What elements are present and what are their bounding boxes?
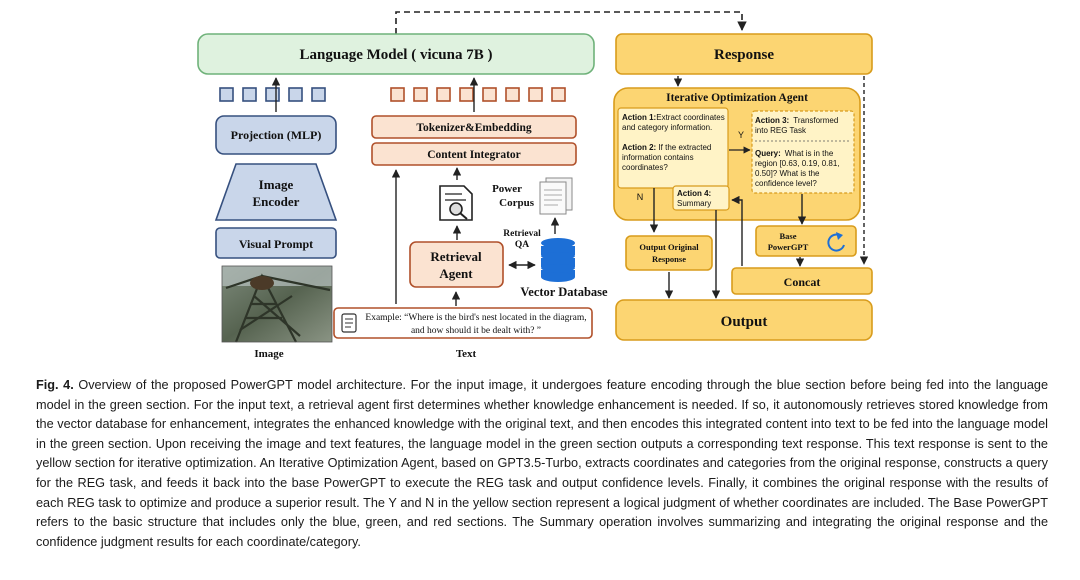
power-corpus-label-1: Power [492, 183, 522, 195]
language-model-box [197, 33, 595, 75]
image-token-squares [219, 87, 326, 102]
image-encoder-trapezoid [214, 163, 338, 221]
projection-box [215, 115, 337, 155]
response-box [615, 33, 873, 75]
action-4-box [672, 185, 730, 211]
transmission-tower-photo [221, 265, 333, 343]
refresh-icon [827, 232, 845, 252]
document-search-icon [439, 185, 473, 221]
no-label: N [637, 192, 644, 202]
tokenizer-box [371, 115, 577, 139]
concat-label: Concat [784, 275, 821, 289]
example-text-2: and how should it be dealt with? ” [411, 326, 541, 336]
image-caption-label: Image [254, 348, 283, 360]
output-original-label-1: Output Original [639, 242, 699, 252]
example-box [333, 307, 593, 339]
retrieval-agent-label-2: Agent [439, 266, 473, 281]
output-original-label-2: Response [652, 254, 686, 264]
database-icon [541, 238, 575, 282]
vector-database-label: Vector Database [520, 285, 608, 299]
output-box [615, 299, 873, 341]
base-powergpt-label-2: PowerGPT [768, 242, 809, 252]
response-label: Response [714, 47, 774, 63]
action-2-text: Action 2: If the extracted information c… [622, 143, 714, 172]
image-encoder-label-2: Encoder [253, 194, 300, 209]
content-integrator-label: Content Integrator [427, 149, 521, 161]
figure-caption: Fig. 4. Overview of the proposed PowerGP… [36, 376, 1048, 552]
query-text: Query:What is in the region [0.63, 0.19,… [755, 149, 842, 188]
concat-box [731, 267, 873, 295]
action-3-text: Action 3:Transformed into REG Task [755, 116, 841, 135]
tokenizer-label: Tokenizer&Embedding [416, 122, 531, 134]
projection-label: Projection (MLP) [231, 128, 322, 142]
base-powergpt-label-1: Base [780, 231, 797, 241]
visual-prompt-box [215, 227, 337, 259]
image-encoder-label-1: Image [259, 177, 294, 192]
feedback-dashed-line [395, 11, 747, 34]
iterative-agent-title: Iterative Optimization Agent [666, 92, 808, 104]
retrieval-qa-label-1: Retrieval [503, 229, 541, 239]
architecture-diagram: Language Model ( vicuna 7B ) Response Pr… [197, 11, 873, 360]
output-original-box [625, 235, 713, 271]
corpus-documents-icon [539, 177, 573, 215]
action-3-query-box [751, 110, 855, 194]
retrieval-agent-box [409, 241, 504, 288]
example-text-1: Example: “Where is the bird's nest locat… [365, 313, 586, 323]
yes-label: Y [738, 130, 744, 140]
retrieval-qa-label-2: QA [515, 240, 529, 250]
figure-number: Fig. 4. [36, 378, 74, 392]
language-model-label: Language Model ( vicuna 7B ) [300, 47, 493, 63]
retrieval-agent-label-1: Retrieval [430, 249, 482, 264]
action-4-text: Action 4: Summary [677, 189, 713, 208]
content-integrator-box [371, 142, 577, 166]
power-corpus-label-2: Corpus [499, 197, 535, 209]
scroll-icon [341, 313, 357, 333]
output-label: Output [721, 314, 768, 330]
visual-prompt-label: Visual Prompt [239, 237, 313, 251]
text-token-squares [390, 87, 566, 102]
text-caption-label: Text [456, 348, 477, 360]
caption-text: Overview of the proposed PowerGPT model … [36, 378, 1049, 549]
action-1-text: Action 1:Extract coordinates and categor… [622, 113, 727, 132]
arrow-concat-to-summary [731, 195, 743, 266]
